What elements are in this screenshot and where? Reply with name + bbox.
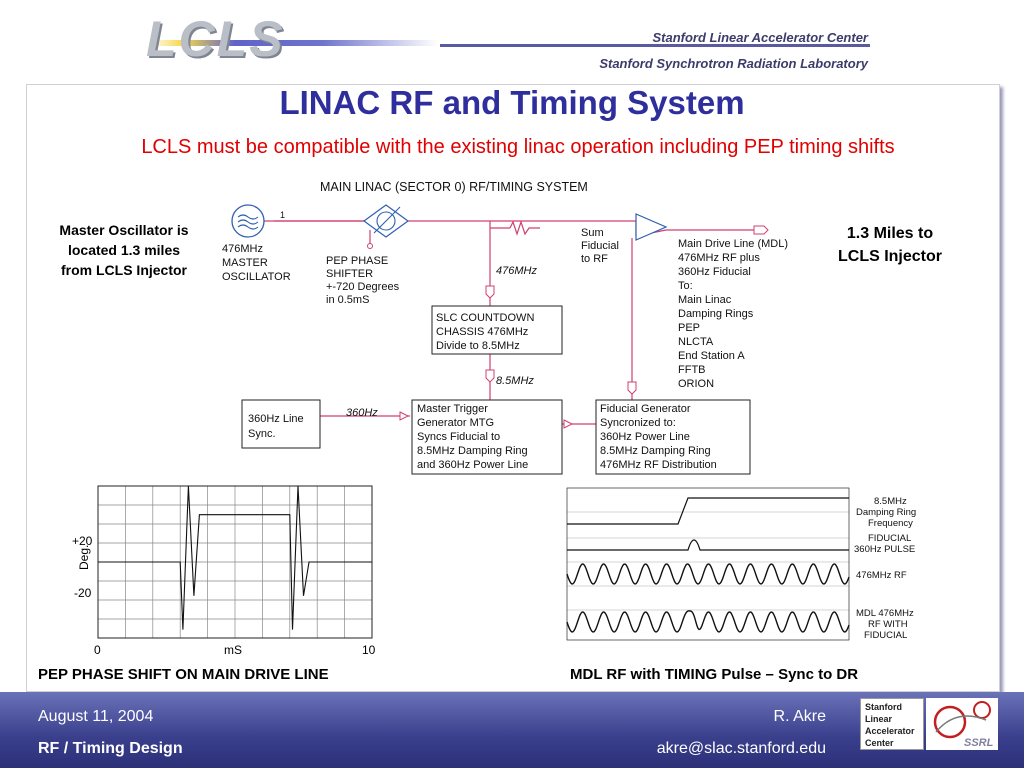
fiducial-box-text: Fiducial Generator (600, 403, 691, 415)
note-master-oscillator: Master Oscillator is located 1.3 miles f… (36, 220, 212, 280)
rf-timing-diagram: MAIN LINAC (SECTOR 0) RF/TIMING SYSTEM 1… (222, 180, 788, 475)
mdl-label: Main Drive Line (MDL) (678, 238, 788, 250)
timing-waveform-plot: 8.5MHz Damping Ring Frequency FIDUCIAL 3… (566, 487, 916, 641)
oscillator-label: 476MHz (222, 243, 263, 255)
slide-title: LINAC RF and Timing System (279, 84, 745, 121)
mdl-label: FFTB (678, 364, 706, 376)
mdl-label: End Station A (678, 350, 745, 362)
footer-date: August 11, 2004 (38, 708, 154, 725)
note-left-line: from LCLS Injector (60, 262, 187, 278)
slac-logo-line: Stanford (865, 702, 902, 712)
countdown-box-text: SLC COUNTDOWN (436, 312, 534, 324)
header-divider (440, 44, 870, 47)
fiducial-pulse-trace (567, 539, 849, 551)
note-right-line: LCLS Injector (837, 248, 942, 265)
phase-xtick-10: 10 (362, 643, 376, 657)
mtg-box-text: Generator MTG (417, 417, 494, 429)
sync-box-text: Sync. (248, 428, 276, 440)
phase-shift-plot: +20 -20 Deg. 0 mS 10 (72, 485, 376, 657)
mdl-label: 476MHz RF plus (678, 252, 760, 264)
phase-ytick-neg: -20 (74, 586, 92, 600)
slac-logo-line: Accelerator (865, 726, 915, 736)
trace-label: 8.5MHz (874, 496, 907, 507)
phase-xtick-0: 0 (94, 643, 101, 657)
trace-label: Damping Ring (856, 507, 916, 518)
phase-ytick-pos: +20 (72, 534, 93, 548)
oscillator-label: MASTER (222, 257, 268, 269)
footer-email: akre@slac.stanford.edu (656, 740, 826, 757)
phase-xlabel: mS (224, 643, 242, 657)
mdl-label: NLCTA (678, 336, 714, 348)
sum-label: Fiducial (581, 240, 619, 252)
fiducial-box-text: Syncronized to: (600, 417, 676, 429)
sum-label: Sum (581, 227, 604, 239)
mtg-box-text: 8.5MHz Damping Ring (417, 445, 528, 457)
oscillator-port: 1 (280, 210, 285, 220)
mdl-label: To: (678, 280, 693, 292)
shifter-label: in 0.5mS (326, 294, 369, 306)
damping-ring-trace (567, 497, 849, 525)
mtg-box-text: Syncs Fiducial to (417, 431, 500, 443)
freq-360-label: 360Hz (346, 407, 378, 419)
trace-label: FIDUCIAL (864, 630, 907, 641)
note-right-line: 1.3 Miles to (846, 225, 934, 242)
ssrl-logo-text: SSRL (964, 737, 994, 749)
footer-author: R. Akre (773, 708, 826, 725)
shifter-label: +-720 Degrees (326, 281, 400, 293)
fiducial-box-text: 8.5MHz Damping Ring (600, 445, 711, 457)
phase-plot-caption: PEP PHASE SHIFT ON MAIN DRIVE LINE (38, 666, 329, 683)
mdl-label: Damping Rings (678, 308, 754, 320)
note-lcls-injector: 1.3 Miles to LCLS Injector (820, 222, 960, 268)
slac-logo: Stanford Linear Accelerator Center (860, 698, 924, 750)
ssrl-logo: SSRL (926, 698, 998, 750)
oscillator-label: OSCILLATOR (222, 271, 291, 283)
institution-slac: Stanford Linear Accelerator Center (652, 30, 868, 45)
note-left-line: Master Oscillator is (59, 222, 189, 238)
trace-label: RF WITH (868, 619, 908, 630)
mtg-box-text: and 360Hz Power Line (417, 459, 528, 471)
freq-85-label: 8.5MHz (496, 375, 534, 387)
countdown-box-text: Divide to 8.5MHz (436, 340, 520, 352)
mdl-rf-trace (566, 610, 850, 633)
trace-label: 360Hz PULSE (854, 544, 915, 555)
footer-band: August 11, 2004 RF / Timing Design R. Ak… (0, 692, 1024, 768)
freq-476-label: 476MHz (496, 265, 537, 277)
mdl-label: 360Hz Fiducial (678, 266, 751, 278)
mtg-box-text: Master Trigger (417, 403, 488, 415)
timing-plot-caption: MDL RF with TIMING Pulse – Sync to DR (570, 666, 859, 683)
sum-label: to RF (581, 253, 608, 265)
slide-subtitle: LCLS must be compatible with the existin… (141, 136, 895, 158)
mdl-label: Main Linac (678, 294, 732, 306)
trace-label: Frequency (868, 518, 913, 529)
trace-label: FIDUCIAL (868, 533, 911, 544)
phase-shift-line (98, 485, 372, 630)
diagram-heading: MAIN LINAC (SECTOR 0) RF/TIMING SYSTEM (320, 180, 588, 194)
phase-ylabel: Deg. (77, 545, 91, 570)
countdown-box-text: CHASSIS 476MHz (436, 326, 528, 338)
institution-ssrl: Stanford Synchrotron Radiation Laborator… (599, 56, 868, 71)
footer-topic: RF / Timing Design (38, 740, 183, 757)
shifter-label: SHIFTER (326, 268, 373, 280)
slac-logo-line: Center (865, 738, 894, 748)
slide-panel (26, 84, 1000, 692)
rf-476-trace (566, 563, 850, 585)
fiducial-box-text: 360Hz Power Line (600, 431, 690, 443)
logo-swoosh (148, 40, 438, 46)
mdl-label: PEP (678, 322, 700, 334)
lcls-logo: LCLS (146, 11, 285, 67)
trace-label: MDL 476MHz (856, 608, 914, 619)
sync-box-text: 360Hz Line (248, 413, 304, 425)
trace-label: 476MHz RF (856, 570, 907, 581)
header-band: LCLS Stanford Linear Accelerator Center … (0, 0, 1024, 80)
slac-logo-line: Linear (865, 714, 893, 724)
note-left-line: located 1.3 miles (67, 242, 181, 258)
shifter-label: PEP PHASE (326, 255, 388, 267)
fiducial-box-text: 476MHz RF Distribution (600, 459, 717, 471)
mdl-label: ORION (678, 378, 714, 390)
